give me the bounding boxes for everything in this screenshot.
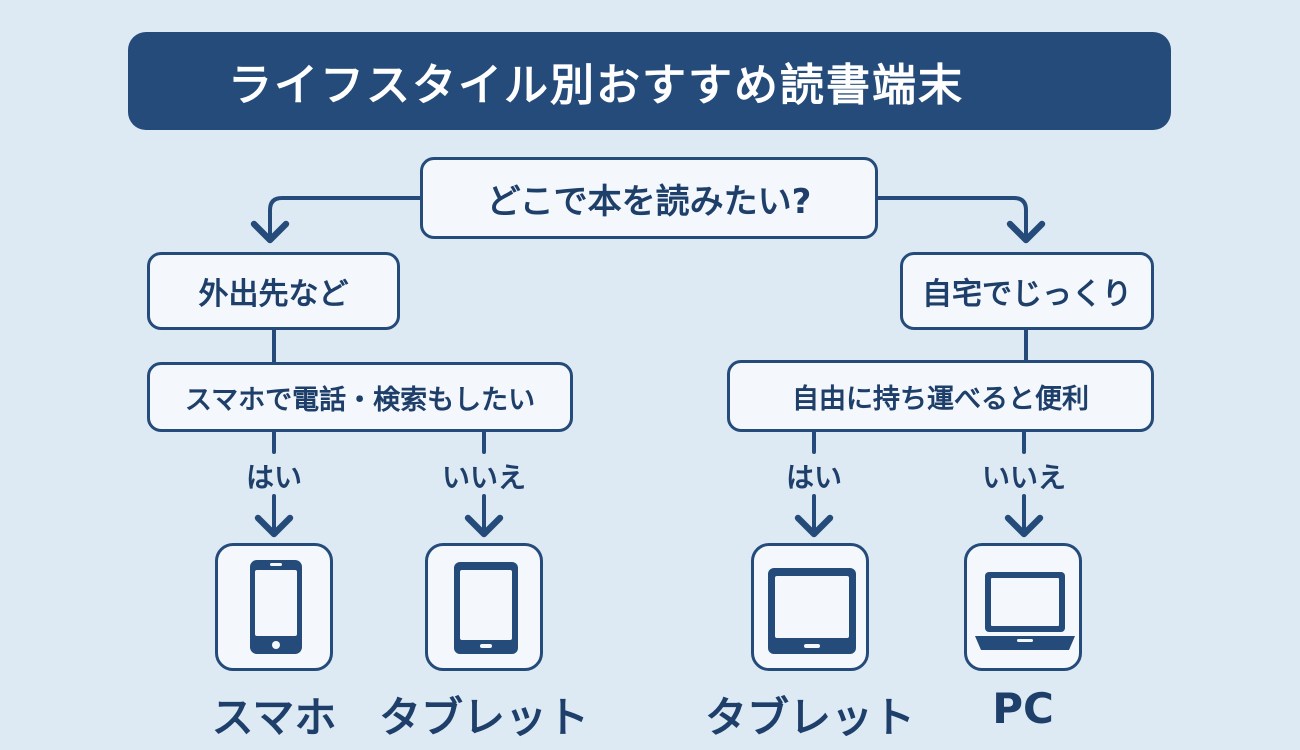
arrow-question-to-right bbox=[876, 196, 1046, 244]
left-no-answer: いいえ bbox=[441, 461, 526, 494]
root-question-node: どこで本を読みたい? bbox=[420, 157, 878, 239]
left-yes-answer: はい bbox=[245, 461, 302, 494]
left-branch-node: 外出先など bbox=[147, 252, 400, 330]
tablet-label: タブレット bbox=[378, 693, 589, 742]
tablet-landscape-label: タブレット bbox=[704, 693, 915, 742]
smartphone-icon bbox=[250, 560, 302, 654]
smartphone-label: スマホ bbox=[211, 693, 337, 742]
tablet-landscape-device-box bbox=[751, 543, 869, 671]
left-branch-label: 外出先など bbox=[198, 277, 349, 312]
left-question-node: スマホで電話・検索もしたい bbox=[147, 362, 573, 432]
right-question-text: 自由に持ち運べると便利 bbox=[792, 383, 1089, 415]
title-banner: ライフスタイル別おすすめ読書端末 bbox=[128, 32, 1171, 130]
root-question-text: どこで本を読みたい? bbox=[486, 181, 812, 222]
tablet-landscape-icon bbox=[768, 568, 856, 654]
page-title: ライフスタイル別おすすめ読書端末 bbox=[228, 60, 964, 111]
right-question-node: 自由に持ち運べると便利 bbox=[727, 360, 1154, 432]
right-yes-answer: はい bbox=[785, 461, 842, 494]
right-branch-node: 自宅でじっくり bbox=[900, 252, 1154, 330]
right-no-answer: いいえ bbox=[981, 461, 1066, 494]
laptop-icon bbox=[975, 572, 1075, 650]
smartphone-device-box bbox=[215, 543, 333, 671]
pc-label: PC bbox=[992, 684, 1054, 733]
arrow-question-to-left bbox=[250, 196, 422, 244]
tablet-icon bbox=[454, 562, 518, 654]
right-branch-label: 自宅でじっくり bbox=[922, 277, 1132, 312]
left-question-text: スマホで電話・検索もしたい bbox=[184, 384, 536, 416]
tablet-device-box bbox=[425, 543, 543, 671]
laptop-device-box bbox=[964, 543, 1082, 671]
